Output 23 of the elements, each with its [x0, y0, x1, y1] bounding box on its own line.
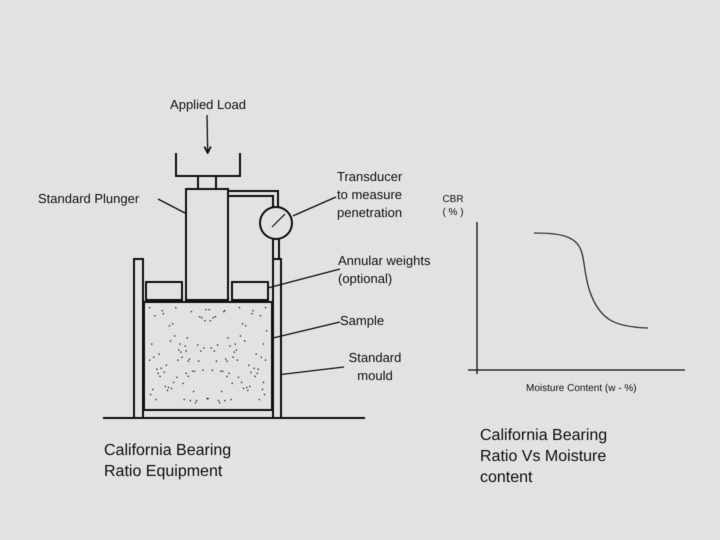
dial-gauge [229, 190, 293, 258]
leader-line [282, 366, 344, 376]
axis-label: Moisture Content (w - %) [526, 382, 638, 395]
part-label: Annular weights (optional) [338, 252, 446, 288]
mould-wall [272, 259, 282, 418]
annular-weight [231, 281, 269, 301]
part-label: Standard mould [340, 349, 410, 385]
load-arrow [204, 114, 212, 154]
part-label: Transducer to measure penetration [337, 168, 415, 222]
leader-line [158, 198, 186, 214]
axis-label: CBR ( % ) [441, 193, 465, 219]
soil-sample [143, 301, 273, 411]
leader-line [268, 268, 340, 288]
part-label: Applied Load [158, 96, 258, 114]
plunger [185, 188, 229, 301]
caption: California Bearing Ratio Vs Moisture content [480, 426, 608, 488]
caption: California Bearing Ratio Equipment [104, 441, 232, 482]
leader-line [292, 196, 336, 216]
part-label: Sample [340, 312, 400, 330]
annular-weight [145, 281, 183, 301]
load-cap [175, 153, 241, 188]
leader-line [272, 321, 340, 339]
part-label: Standard Plunger [38, 190, 158, 208]
